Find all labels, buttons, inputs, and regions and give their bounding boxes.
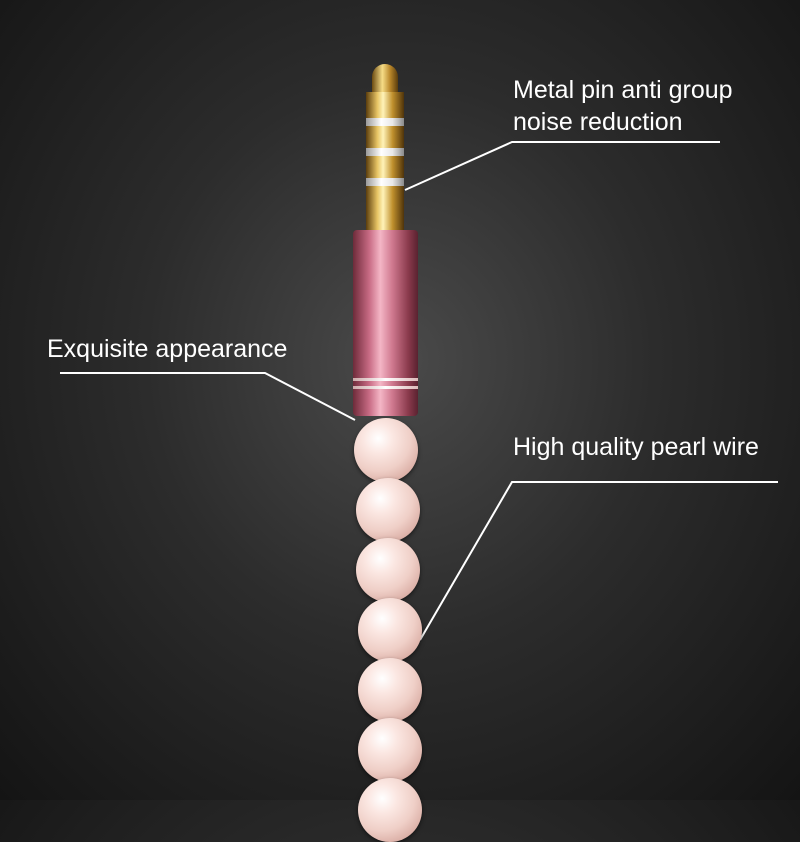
pearl bbox=[358, 718, 422, 782]
pearl bbox=[354, 418, 418, 482]
label-exquisite-appearance: Exquisite appearance bbox=[47, 335, 288, 363]
label-metal-pin-line1: Metal pin anti group bbox=[513, 76, 733, 104]
pearl bbox=[358, 598, 422, 662]
callout-line-pearl bbox=[419, 481, 778, 641]
callout-line-pin bbox=[404, 141, 720, 191]
audio-jack-pin bbox=[366, 64, 404, 232]
callout-line-appearance bbox=[60, 372, 356, 421]
pearl bbox=[358, 778, 422, 842]
pearl bbox=[358, 658, 422, 722]
callout-lines bbox=[0, 0, 800, 800]
label-metal-pin-line2: noise reduction bbox=[513, 108, 683, 136]
jack-barrel bbox=[353, 230, 418, 416]
pearl bbox=[356, 538, 420, 602]
label-pearl-wire: High quality pearl wire bbox=[513, 433, 759, 461]
pearl bbox=[356, 478, 420, 542]
